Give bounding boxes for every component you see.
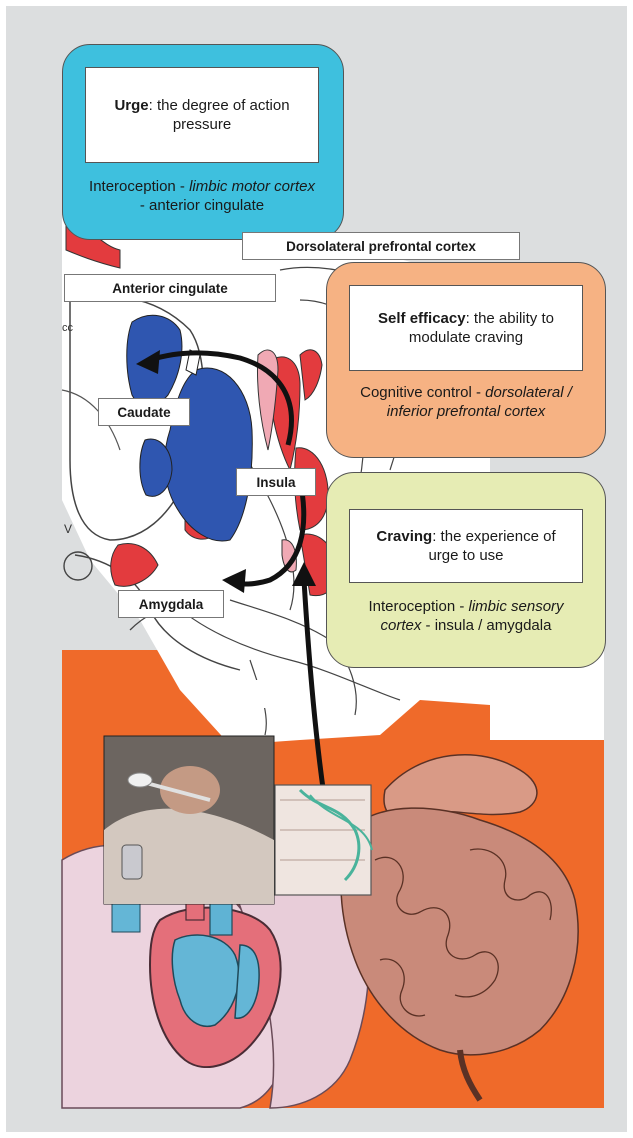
urge-desc-italic: limbic motor cortex [189, 178, 315, 195]
organ-collage [62, 736, 578, 1108]
label-caudate: Caudate [98, 398, 190, 426]
self-efficacy-desc-prefix: Cognitive control - [360, 384, 485, 401]
urge-term: Urge [114, 97, 148, 114]
label-dorsolateral-prefrontal-cortex: Dorsolateral prefrontal cortex [242, 232, 520, 260]
self-efficacy-description: Cognitive control - dorsolateral / infer… [353, 383, 579, 421]
label-amygdala: Amygdala [118, 590, 224, 618]
urge-box: Urge: the degree of action pressure Inte… [62, 44, 344, 240]
urge-desc-prefix: Interoception - [89, 178, 189, 195]
craving-term: Craving [376, 528, 432, 545]
urge-desc-suffix: - anterior cingulate [140, 197, 264, 214]
self-efficacy-term: Self efficacy [378, 310, 466, 327]
craving-definition-box: Craving: the experience of urge to use [349, 509, 583, 583]
craving-description: Interoception - limbic sensory cortex - … [353, 597, 579, 635]
urge-definition-box: Urge: the degree of action pressure [85, 67, 319, 163]
urge-description: Interoception - limbic motor cortex - an… [89, 177, 315, 215]
craving-definition-text: Craving: the experience of urge to use [360, 527, 572, 565]
label-cc: cc [62, 322, 73, 334]
self-efficacy-definition-box: Self efficacy: the ability to modulate c… [349, 285, 583, 371]
craving-desc-suffix: - insula / amygdala [421, 617, 551, 634]
urge-definition: : the degree of action pressure [149, 97, 290, 133]
craving-box: Craving: the experience of urge to use I… [326, 472, 606, 668]
craving-definition: : the experience of urge to use [428, 528, 555, 564]
urge-definition-text: Urge: the degree of action pressure [96, 96, 308, 134]
self-efficacy-box: Self efficacy: the ability to modulate c… [326, 262, 606, 458]
label-insula: Insula [236, 468, 316, 496]
self-efficacy-definition-text: Self efficacy: the ability to modulate c… [360, 309, 572, 347]
craving-desc-prefix: Interoception - [368, 598, 468, 615]
label-anterior-cingulate: Anterior cingulate [64, 274, 276, 302]
label-v: V [64, 522, 72, 536]
